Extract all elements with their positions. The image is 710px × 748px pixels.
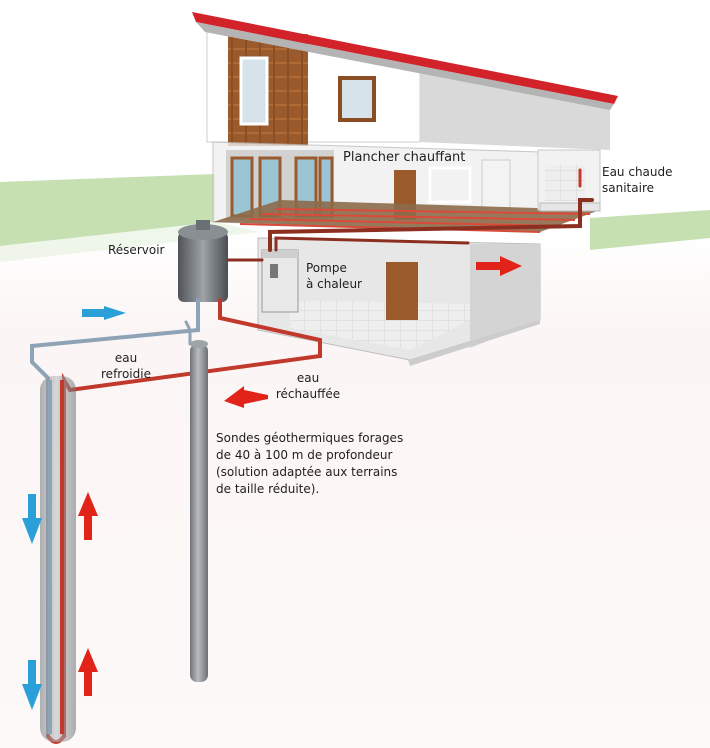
label-pompe: Pompe à chaleur bbox=[306, 260, 362, 292]
label-sondes-line1: Sondes géothermiques forages bbox=[216, 431, 404, 445]
label-sondes-line4: de taille réduite). bbox=[216, 482, 320, 496]
flow-arrows bbox=[22, 256, 522, 710]
equipment bbox=[178, 220, 299, 313]
label-sondes-line2: de 40 à 100 m de profondeur bbox=[216, 448, 393, 462]
label-sondes-line3: (solution adaptée aux terrains bbox=[216, 465, 398, 479]
label-eau-refroidie: eau refroidie bbox=[86, 350, 166, 382]
label-reservoir: Réservoir bbox=[108, 243, 165, 257]
arrow-up-1 bbox=[78, 492, 98, 540]
arrow-hot-right bbox=[224, 386, 268, 408]
house-pipes bbox=[226, 168, 594, 262]
label-pompe-line2: à chaleur bbox=[306, 277, 362, 291]
label-plancher-chauffant: Plancher chauffant bbox=[343, 150, 466, 165]
label-eau-chaude-line2: sanitaire bbox=[602, 181, 654, 195]
arrow-up-2 bbox=[78, 648, 98, 696]
arrow-down-2 bbox=[22, 660, 42, 710]
label-eau-rechauffee-line1: eau bbox=[296, 371, 320, 385]
label-eau-chaude: Eau chaude sanitaire bbox=[602, 164, 673, 196]
label-eau-refroidie-line1: eau bbox=[114, 351, 138, 365]
label-eau-rechauffee: eau réchauffée bbox=[268, 370, 348, 402]
label-eau-rechauffee-line2: réchauffée bbox=[275, 387, 341, 401]
label-pompe-line1: Pompe bbox=[306, 261, 347, 275]
arrow-cold-left bbox=[82, 306, 126, 320]
label-eau-refroidie-line2: refroidie bbox=[101, 367, 151, 381]
label-eau-chaude-line1: Eau chaude bbox=[602, 165, 673, 179]
arrow-hot-house bbox=[476, 256, 522, 276]
arrow-down-1 bbox=[22, 494, 42, 544]
label-sondes: Sondes géothermiques forages de 40 à 100… bbox=[216, 430, 403, 498]
boreholes bbox=[40, 340, 208, 742]
house bbox=[192, 12, 618, 366]
